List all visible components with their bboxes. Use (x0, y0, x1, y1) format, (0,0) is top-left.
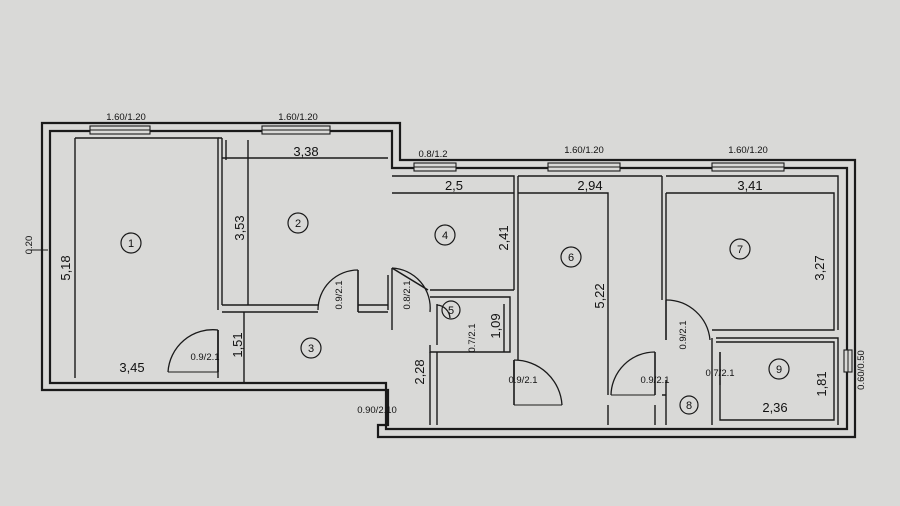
room7-height: 3,27 (812, 255, 827, 280)
room9-width: 2,36 (762, 400, 787, 415)
left-wall-label: 0.20 (24, 236, 35, 255)
door-label-room2: 0.9/2.1 (334, 280, 345, 309)
svg-text:3: 3 (308, 343, 314, 355)
svg-text:6: 6 (568, 252, 574, 264)
room3-height: 1,51 (230, 332, 245, 357)
room9-height: 1,81 (814, 371, 829, 396)
window-label-room9: 0.60/0.50 (856, 350, 867, 390)
svg-text:8: 8 (686, 400, 692, 412)
svg-text:1: 1 (128, 238, 134, 250)
door-label-room9: 0.7/2.1 (705, 368, 734, 379)
room-marker-4: 4 (434, 224, 456, 246)
room1-height: 5,18 (58, 255, 73, 280)
door-label-room8: 0.9/2.1 (640, 375, 669, 386)
room4-height: 2,41 (496, 225, 511, 250)
room2-height: 3,53 (232, 215, 247, 240)
window-label-room6: 1.60/1.20 (564, 145, 604, 156)
doors (167, 267, 721, 406)
door-label-room4: 0.8/2.1 (402, 280, 413, 309)
room-marker-3: 3 (300, 337, 322, 359)
room6-height: 5,22 (592, 283, 607, 308)
svg-text:9: 9 (776, 364, 782, 376)
room-marker-8: 8 (679, 395, 699, 415)
room-marker-1: 1 (120, 232, 142, 254)
room-marker-9: 9 (768, 358, 790, 380)
door-label-room1: 0.9/2.1 (190, 352, 219, 363)
window-label-room1: 1.60/1.20 (106, 112, 146, 123)
room4-width: 2,5 (445, 178, 463, 193)
window-label-room7: 1.60/1.20 (728, 145, 768, 156)
window-label-room4: 0.8/1.2 (418, 149, 447, 160)
svg-text:4: 4 (442, 230, 448, 242)
interior-walls (74, 137, 839, 425)
room1-width: 3,45 (119, 360, 144, 375)
svg-text:7: 7 (737, 244, 743, 256)
room5-height: 1,09 (488, 313, 503, 338)
room-marker-2: 2 (287, 212, 309, 234)
door-label-entrance: 0.90/2.10 (357, 405, 397, 416)
room7-width: 3,41 (737, 178, 762, 193)
door-label-room6: 0.9/2.1 (508, 375, 537, 386)
windows (89, 125, 853, 373)
door-label-room7: 0.9/2.1 (678, 320, 689, 349)
room-marker-6: 6 (560, 246, 582, 268)
room6-width: 2,94 (577, 178, 602, 193)
room2-width: 3,38 (293, 144, 318, 159)
outer-walls (40, 121, 857, 439)
hall-height: 2,28 (412, 359, 427, 384)
svg-text:2: 2 (295, 218, 301, 230)
room-marker-7: 7 (729, 238, 751, 260)
door-label-room5: 0.7/2.1 (467, 323, 478, 352)
svg-text:5: 5 (448, 305, 454, 317)
window-label-room2: 1.60/1.20 (278, 112, 318, 123)
room-marker-5: 5 (441, 300, 461, 320)
